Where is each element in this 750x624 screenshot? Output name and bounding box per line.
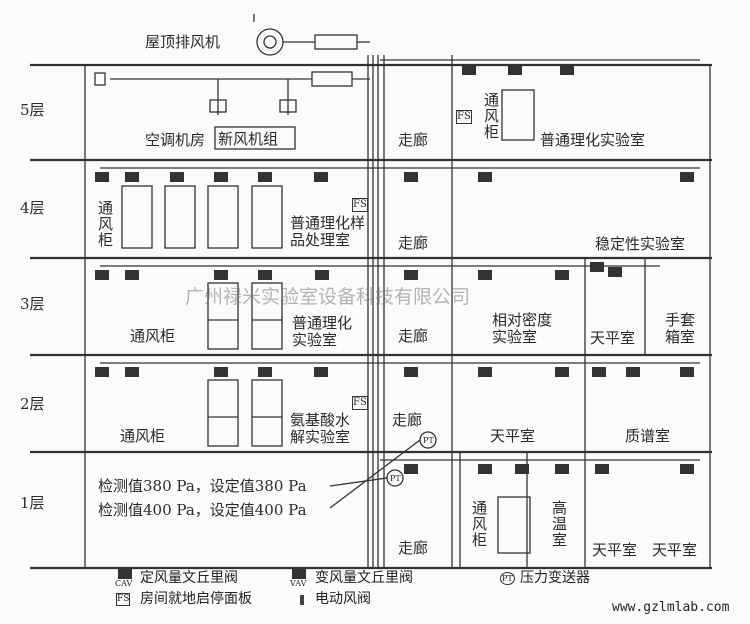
damper-legend-icon	[300, 595, 304, 605]
floor-label-5: 5层	[20, 101, 45, 119]
hood-1: 通风柜	[470, 500, 488, 548]
corridor-4: 走廊	[398, 234, 429, 252]
ahu-room-label: 空调机房	[145, 131, 206, 149]
high-temp-room-1: 高温室	[550, 500, 568, 548]
density-lab-3: 相对密度实验室	[492, 311, 553, 346]
stability-lab-4: 稳定性实验室	[595, 235, 686, 253]
lab-3: 普通理化实验室	[292, 314, 353, 349]
pt-icon-b: PT	[390, 474, 401, 483]
floor-label-4: 4层	[20, 199, 45, 217]
glovebox-room-3: 手套箱室	[665, 311, 696, 346]
fs-panel-2: FS	[352, 396, 368, 410]
hood-3: 通风柜	[130, 327, 176, 345]
hood-4: 通风柜	[96, 200, 114, 248]
corridor-2: 走廊	[392, 411, 423, 429]
lab-5: 普通理化实验室	[540, 131, 646, 149]
website-url: www.gzlmlab.com	[612, 600, 730, 615]
legend-vav: 变风量文丘里阀	[315, 570, 413, 586]
pressure-reading-380: 检测值380 Pa，设定值380 Pa	[98, 477, 307, 495]
fs-panel-4: FS	[352, 198, 368, 212]
pt-icon-a: PT	[423, 436, 434, 445]
hood-5: 通风柜	[482, 92, 500, 140]
floor-label-2: 2层	[20, 395, 45, 413]
hood-2: 通风柜	[120, 427, 166, 445]
fs-legend-icon: FS	[116, 593, 131, 606]
roof-exhaust-fan-label: 屋顶排风机	[145, 33, 221, 51]
balance-room-3: 天平室	[590, 329, 636, 347]
cav-legend-icon: CAV	[115, 579, 133, 588]
floor-label-3: 3层	[20, 295, 45, 313]
amino-lab-2: 氨基酸水解实验室	[290, 411, 351, 446]
floor-label-1: 1层	[20, 494, 45, 512]
fresh-air-unit-label: 新风机组	[218, 130, 279, 148]
valve-marks	[95, 65, 694, 579]
corridor-1: 走廊	[398, 539, 429, 557]
vav-legend-icon: VAV	[290, 579, 307, 588]
lab-4: 普通理化样品处理室	[290, 214, 366, 249]
pressure-reading-400: 检测值400 Pa，设定值400 Pa	[98, 501, 307, 519]
balance-room-2: 天平室	[490, 427, 536, 445]
legend-pt: 压力变送器	[520, 570, 590, 586]
balance-room-1a: 天平室	[592, 541, 638, 559]
legend-fs: 房间就地启停面板	[140, 591, 252, 607]
corridor-5: 走廊	[398, 131, 429, 149]
fs-panel-5: FS	[456, 110, 472, 124]
corridor-3: 走廊	[398, 327, 429, 345]
watermark: 广州禄米实验室设备科技有限公司	[185, 286, 471, 308]
balance-room-1b: 天平室	[652, 541, 698, 559]
pt-legend-icon: PT	[500, 572, 515, 585]
legend-damper: 电动风阀	[315, 591, 371, 607]
ms-room-2: 质谱室	[625, 427, 671, 445]
legend-cav: 定风量文丘里阀	[140, 570, 238, 586]
